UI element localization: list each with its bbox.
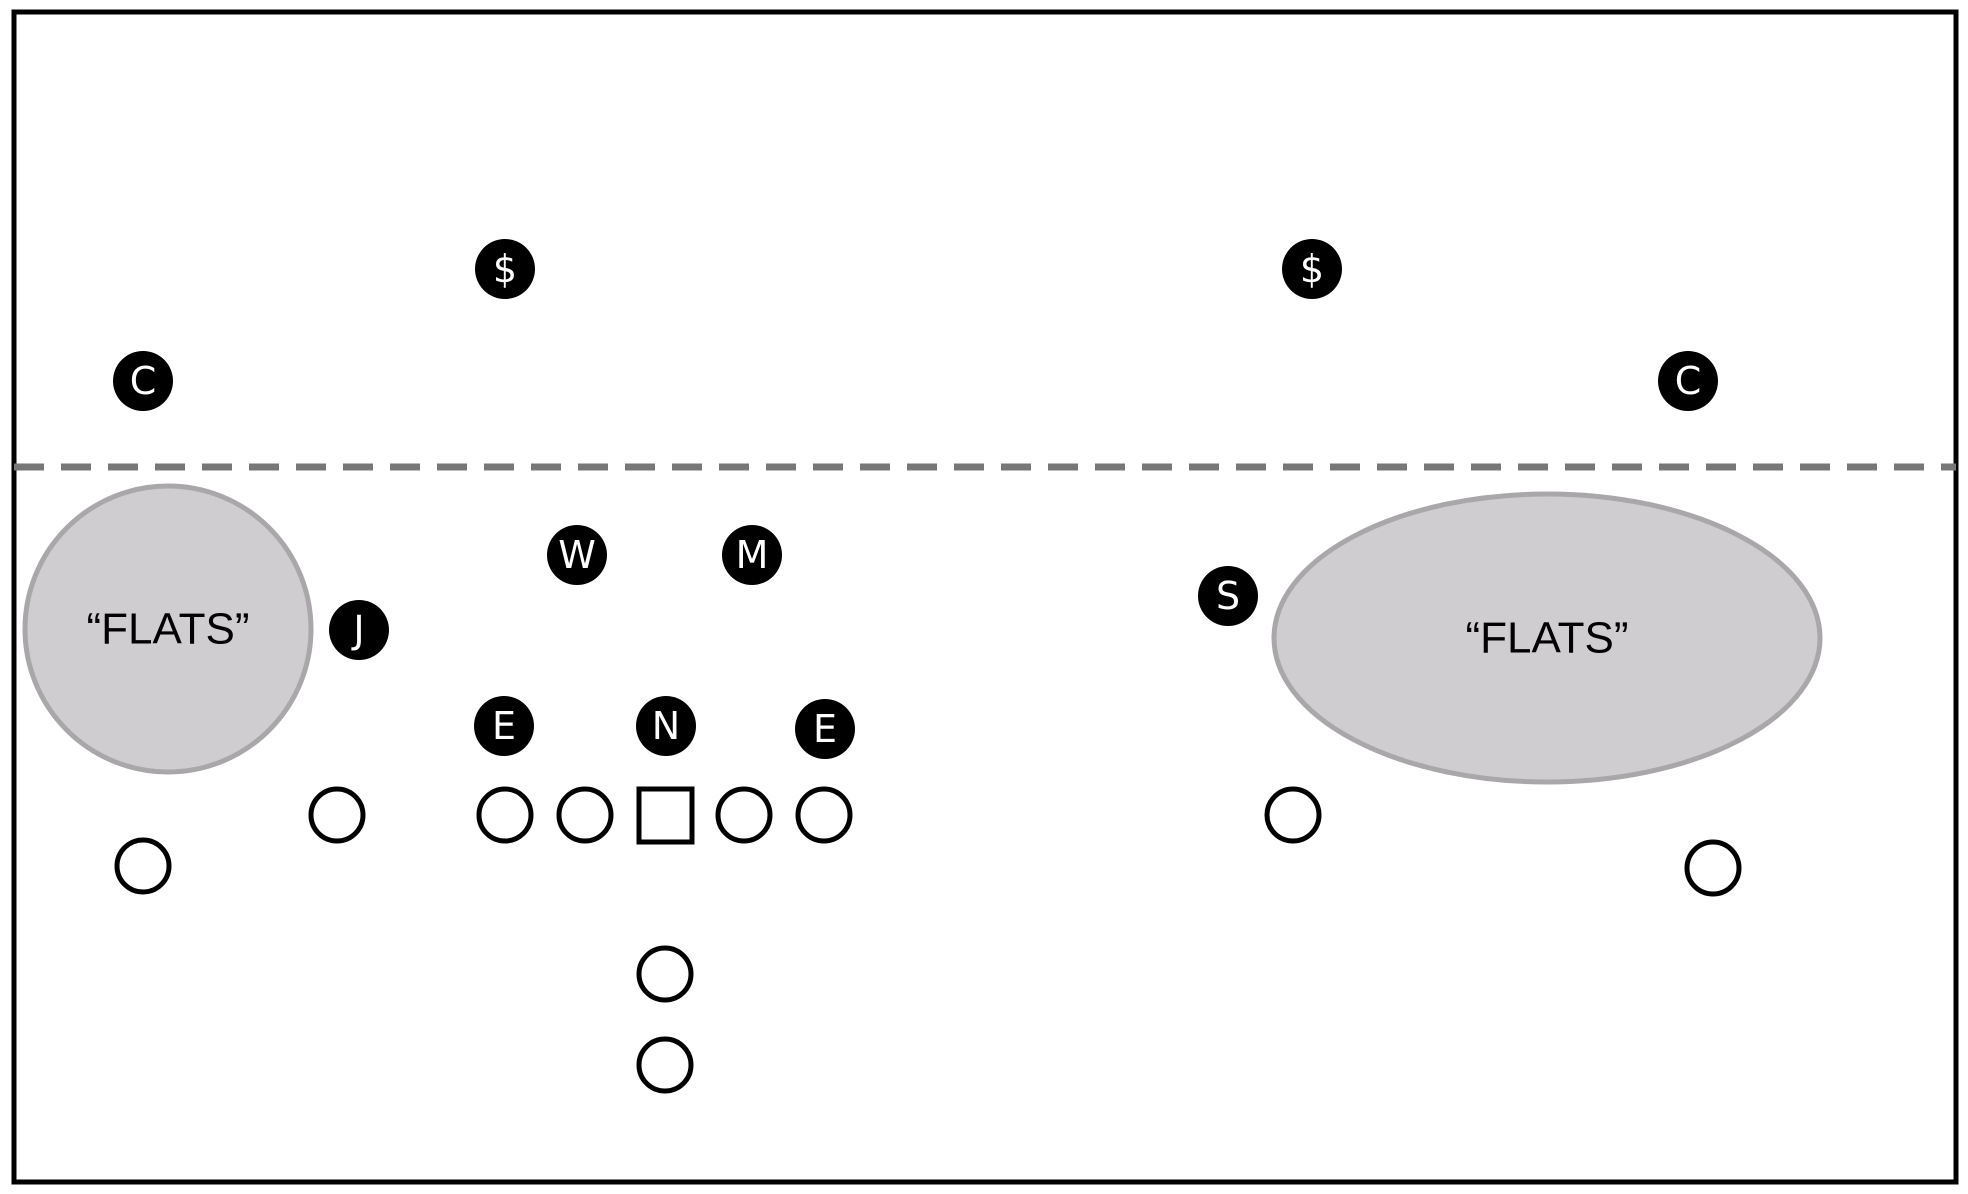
offense-wide-receiver-right-icon bbox=[1684, 839, 1742, 897]
defender-corner-left-label: C bbox=[130, 359, 157, 403]
zones-layer: “FLATS” “FLATS” bbox=[22, 483, 1823, 785]
defender-s-label: S bbox=[1216, 574, 1240, 618]
offense-slot-right-icon bbox=[1264, 786, 1322, 844]
flats-zone-left: “FLATS” bbox=[22, 483, 314, 775]
defender-nose-label: N bbox=[652, 704, 680, 748]
defender-end-left-label: E bbox=[492, 704, 516, 748]
offense-wide-receiver-left-icon bbox=[114, 837, 172, 895]
defender-safety-right-label: $ bbox=[1300, 247, 1324, 291]
flats-zone-right-label: “FLATS” bbox=[1466, 614, 1629, 663]
defender-safety-left: $ bbox=[475, 239, 535, 299]
offense-guard-left-icon bbox=[556, 786, 614, 844]
offense-slot-left-icon bbox=[308, 786, 366, 844]
defender-j: J bbox=[329, 600, 389, 660]
defender-end-right-label: E bbox=[813, 707, 837, 751]
flats-zone-left-label: “FLATS” bbox=[87, 605, 250, 654]
flats-zone-right: “FLATS” bbox=[1271, 491, 1823, 785]
offense-layer bbox=[114, 786, 1742, 1094]
defender-nose: N bbox=[636, 696, 696, 756]
defender-end-right: E bbox=[795, 699, 855, 759]
defender-w-label: W bbox=[558, 533, 596, 577]
defender-safety-left-label: $ bbox=[493, 247, 517, 291]
offense-center-square-icon bbox=[636, 786, 695, 845]
defender-m: M bbox=[722, 525, 782, 585]
defender-m-label: M bbox=[736, 533, 769, 577]
offense-quarterback-icon bbox=[636, 945, 694, 1003]
offense-tackle-right-icon bbox=[795, 786, 853, 844]
offense-guard-right-icon bbox=[715, 786, 773, 844]
defender-corner-left: C bbox=[113, 351, 173, 411]
defenders-layer: $ $ C C W M J S bbox=[113, 239, 1718, 759]
defender-w: W bbox=[547, 525, 607, 585]
defender-end-left: E bbox=[474, 696, 534, 756]
defender-safety-right: $ bbox=[1282, 239, 1342, 299]
defender-s: S bbox=[1198, 566, 1258, 626]
defender-j-label: J bbox=[351, 608, 364, 652]
offense-tackle-left-icon bbox=[476, 786, 534, 844]
field-border bbox=[11, 9, 1959, 1185]
defender-corner-right: C bbox=[1658, 351, 1718, 411]
offense-running-back-icon bbox=[636, 1036, 694, 1094]
defender-corner-right-label: C bbox=[1675, 359, 1702, 403]
